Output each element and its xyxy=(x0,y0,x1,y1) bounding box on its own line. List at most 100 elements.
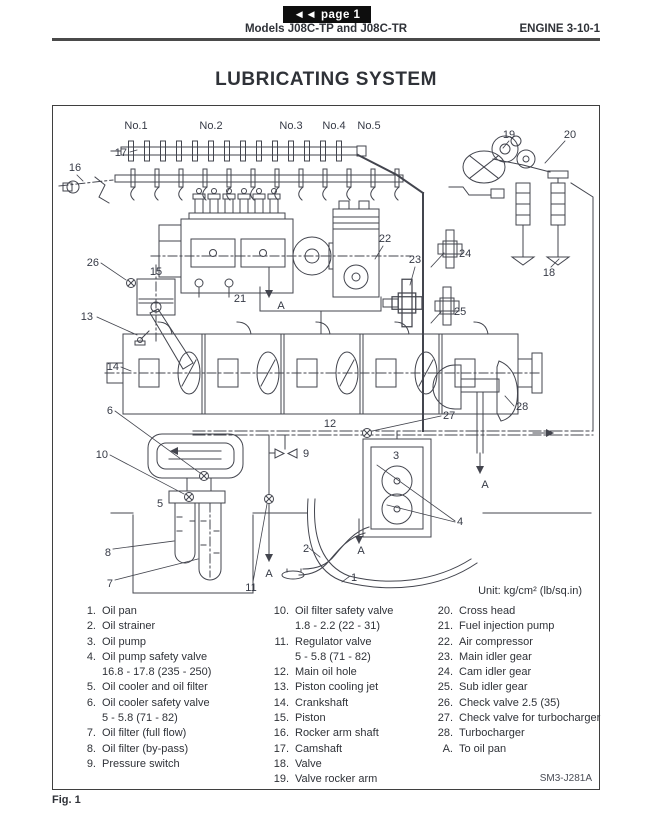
callout-7: 7 xyxy=(107,578,113,590)
camshaft xyxy=(110,140,367,162)
callout-23: 23 xyxy=(409,254,421,266)
callout-14: 14 xyxy=(107,361,119,373)
legend-item: 5.Oil cooler and oil filter xyxy=(86,681,208,694)
legend-item: 7.Oil filter (full flow) xyxy=(86,727,187,740)
oil-filters xyxy=(110,502,592,594)
callout-12: 12 xyxy=(324,418,336,430)
legend-item: 19.Valve rocker arm xyxy=(273,773,378,786)
callout-11: 11 xyxy=(245,582,256,594)
legend-item: 5 - 5.8 (71 - 82) xyxy=(295,650,371,663)
legend-item: 23.Main idler gear xyxy=(437,650,532,663)
callout-5: 5 xyxy=(157,498,163,510)
header-rule xyxy=(52,38,600,41)
callout-25: 25 xyxy=(454,306,466,318)
callout-19: 19 xyxy=(503,129,515,141)
callout-18: 18 xyxy=(543,267,555,279)
figure-caption: Fig. 1 xyxy=(52,794,81,806)
callout-A: A xyxy=(277,300,285,312)
callout-17: 17 xyxy=(115,147,127,159)
callout-No.3: No.3 xyxy=(279,120,302,132)
section-reference: ENGINE 3-10-1 xyxy=(519,23,600,35)
callout-A: A xyxy=(357,545,365,557)
legend-item: 13.Piston cooling jet xyxy=(273,681,379,694)
figure-code: SM3-J281A xyxy=(539,773,592,784)
callout-4: 4 xyxy=(457,516,463,528)
callout-A: A xyxy=(265,568,273,580)
callout-20: 20 xyxy=(564,129,576,141)
callout-26: 26 xyxy=(87,257,99,269)
callout-3: 3 xyxy=(393,450,399,462)
legend-item: 22.Air compressor xyxy=(437,635,533,648)
callout-1: 1 xyxy=(351,572,357,584)
legend-column-1: 1.Oil pan 2.Oil strainer 3.Oil pump 4.Oil p… xyxy=(72,604,212,772)
oil-pump xyxy=(362,430,432,538)
air-compressor xyxy=(332,200,380,298)
callout-15: 15 xyxy=(150,266,162,278)
unit-label: Unit: kg/cm² (lb/sq.in) xyxy=(478,585,582,597)
callout-6: 6 xyxy=(107,405,113,417)
legend-item: 18.Valve xyxy=(273,757,322,770)
legend-column-2: 10.Oil filter safety valve 1.8 - 2.2 (22 … xyxy=(265,604,394,788)
legend-item: 5 - 5.8 (71 - 82) xyxy=(102,712,178,725)
callout-No.5: No.5 xyxy=(357,120,380,132)
legend-item: 27.Check valve for turbocharger xyxy=(437,712,601,725)
legend-item: 15.Piston xyxy=(273,712,326,725)
callout-No.2: No.2 xyxy=(199,120,222,132)
legend-item: 17.Camshaft xyxy=(273,742,343,755)
legend-item: 25.Sub idler gear xyxy=(437,681,528,694)
legend-item: 11.Regulator valve xyxy=(274,635,372,648)
legend-item: 1.Oil pan xyxy=(86,605,137,617)
legend-item: 20.Cross head xyxy=(437,605,516,617)
callout-21: 21 xyxy=(234,293,246,305)
oil-strainer xyxy=(281,526,370,580)
page-back-button[interactable]: ◄◄ page 1 xyxy=(283,6,371,23)
legend-item: 21.Fuel injection pump xyxy=(437,620,555,633)
callout-A: A xyxy=(481,479,489,491)
legend-item: 1.8 - 2.2 (22 - 31) xyxy=(295,620,380,633)
legend-item: 2.Oil strainer xyxy=(86,620,156,633)
legend-item: A.To oil pan xyxy=(442,742,507,755)
callout-24: 24 xyxy=(459,248,471,260)
oil-gallery xyxy=(192,153,594,562)
models-header: Models J08C-TP and J08C-TR xyxy=(244,23,408,35)
callout-8: 8 xyxy=(105,547,111,559)
callout-9: 9 xyxy=(303,448,309,460)
page-title: LUBRICATING SYSTEM xyxy=(215,68,437,90)
piston-assembly xyxy=(126,264,194,370)
idler-gears xyxy=(382,229,463,328)
oil-pan xyxy=(307,498,478,589)
callout-No.4: No.4 xyxy=(322,120,345,132)
legend-item: 9.Pressure switch xyxy=(86,757,180,770)
legend-item: 14.Crankshaft xyxy=(273,696,349,709)
callout-22: 22 xyxy=(379,233,391,245)
callout-28: 28 xyxy=(516,401,528,413)
legend-item: 8.Oil filter (by-pass) xyxy=(86,742,189,755)
rocker-arm-shaft xyxy=(58,168,404,204)
fuel-injection-pump xyxy=(150,188,414,335)
callout-2: 2 xyxy=(303,543,309,555)
legend-item: 28.Turbocharger xyxy=(437,727,525,740)
legend-item: 16.Rocker arm shaft xyxy=(273,727,379,740)
crankshaft-assembly xyxy=(104,321,543,415)
legend-item: 24.Cam idler gear xyxy=(437,666,532,679)
turbocharger xyxy=(432,360,518,474)
callout-27: 27 xyxy=(443,410,455,422)
lubricating-system-diagram: No.1No.2No.3No.4No.517161920182615132122… xyxy=(58,120,594,594)
callout-No.1: No.1 xyxy=(124,120,147,132)
legend-item: 4.Oil pump safety valve xyxy=(86,650,208,663)
oil-cooler xyxy=(147,433,244,504)
callout-10: 10 xyxy=(96,449,108,461)
legend-item: 16.8 - 17.8 (235 - 250) xyxy=(102,666,212,679)
legend-item: 3.Oil pump xyxy=(86,635,147,648)
legend-item: 12.Main oil hole xyxy=(273,666,357,679)
leader-lines xyxy=(76,140,566,583)
callout-13: 13 xyxy=(81,311,93,323)
legend-item: 6.Oil cooler safety valve xyxy=(86,696,210,709)
legend-item: 10.Oil filter safety valve xyxy=(273,605,394,617)
valve-train xyxy=(448,135,571,266)
callout-16: 16 xyxy=(69,162,81,174)
legend-column-3: 20.Cross head 21.Fuel injection pump 22.Ai… xyxy=(429,604,601,757)
